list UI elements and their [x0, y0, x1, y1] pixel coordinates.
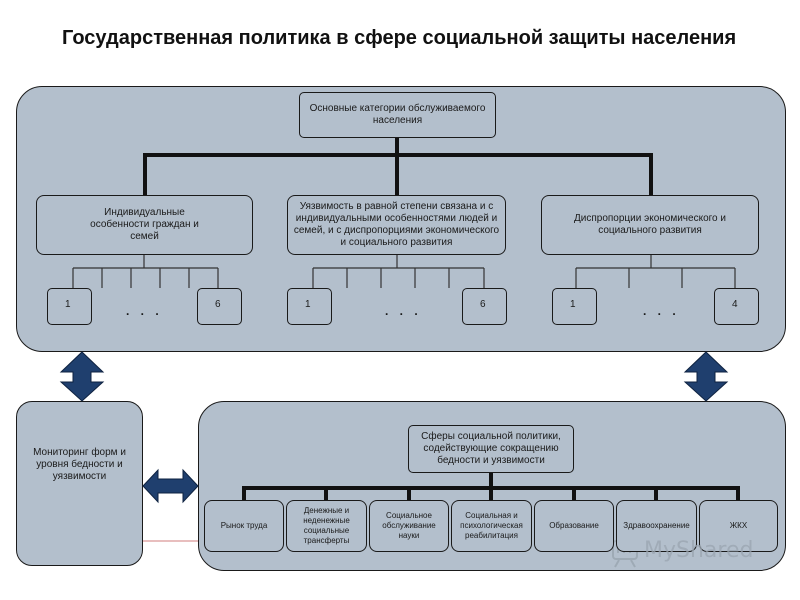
- ellipsis: . . .: [126, 304, 163, 318]
- bottom-tree: [242, 473, 740, 500]
- item-box-last: 4: [714, 288, 759, 325]
- sphere-box-transfers: Денежные и неденежные социальные трансфе…: [286, 500, 367, 552]
- sphere-box-labor-market: Рынок труда: [204, 500, 284, 552]
- sphere-box-education: Образование: [534, 500, 614, 552]
- item-box-first: 1: [47, 288, 92, 325]
- sphere-box-rehabilitation: Социальная и психологическая реабилитаци…: [451, 500, 532, 552]
- sub-trees: [72, 255, 736, 288]
- sphere-box-social-services: Социальное обслуживание науки: [369, 500, 449, 552]
- category-box-individual: Индивидуальные особенности граждан и сем…: [36, 195, 253, 255]
- monitoring-label: Мониторинг форм и уровня бедности и уязв…: [33, 447, 126, 482]
- item-box-first: 1: [287, 288, 332, 325]
- sphere-box-housing: ЖКХ: [699, 500, 778, 552]
- item-box-first: 1: [552, 288, 597, 325]
- watermark-text: MyShared: [644, 538, 754, 563]
- category-box-disproportion: Диспропорции экономического и социальног…: [541, 195, 759, 255]
- top-main-tree: [143, 138, 653, 195]
- category-box-vulnerability: Уязвимость в равной степени связана и с …: [287, 195, 506, 255]
- right-vertical-arrow: [683, 351, 729, 402]
- ellipsis: . . .: [385, 304, 422, 318]
- item-box-last: 6: [197, 288, 242, 325]
- ellipsis: . . .: [643, 304, 680, 318]
- monitoring-panel: [16, 401, 143, 566]
- horizontal-arrow: [142, 468, 199, 504]
- sphere-box-healthcare: Здравоохранение: [616, 500, 697, 552]
- item-box-last: 6: [462, 288, 507, 325]
- page-title: Государственная политика в сфере социаль…: [62, 27, 737, 49]
- root-category-box: Основные категории обслуживаемого населе…: [299, 92, 496, 138]
- spheres-root-box: Сферы социальной политики, содействующие…: [408, 425, 574, 473]
- left-vertical-arrow: [59, 351, 105, 402]
